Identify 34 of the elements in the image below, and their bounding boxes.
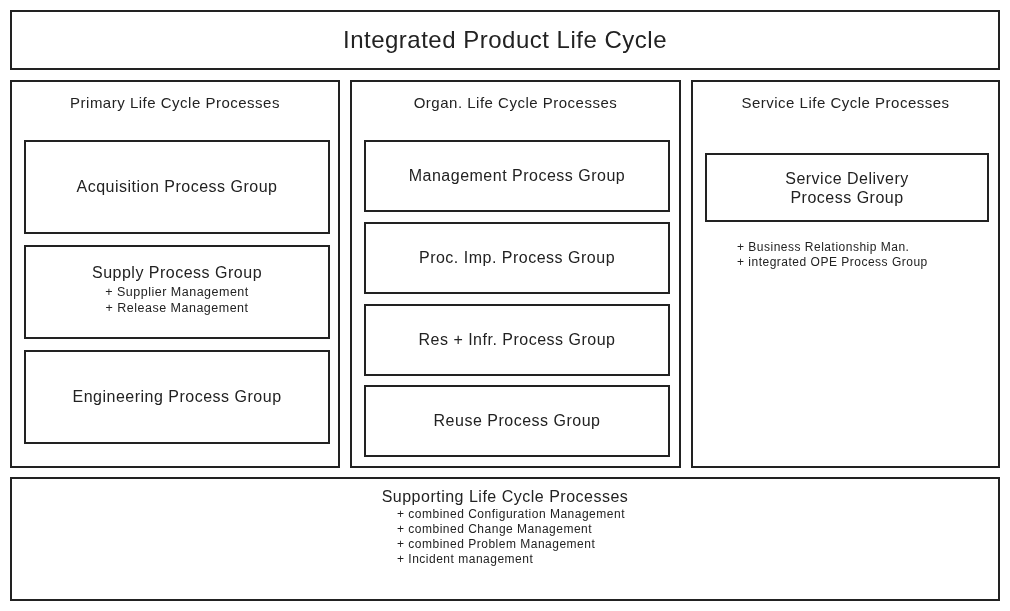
group-name: Supply Process Group [90, 263, 264, 283]
process-area-box [691, 80, 1000, 468]
group-name: Acquisition Process Group [75, 177, 279, 197]
area-heading: Organ. Life Cycle Processes [412, 94, 619, 112]
process-group-box [24, 140, 330, 234]
area-heading: Primary Life Cycle Processes [69, 94, 281, 112]
bullet-note: + Supplier Management [104, 285, 250, 300]
group-name: Proc. Imp. Process Group [417, 248, 617, 268]
process-area-box [10, 477, 1000, 601]
group-name: Res + Infr. Process Group [417, 330, 617, 350]
process-group-box [364, 385, 670, 457]
process-group-box [364, 304, 670, 376]
area-heading: Service Life Cycle Processes [740, 94, 951, 112]
area-heading: Supporting Life Cycle Processes [380, 487, 630, 507]
group-name: Reuse Process Group [432, 411, 602, 431]
process-group-box [24, 350, 330, 444]
process-group-box [364, 222, 670, 294]
process-area-box [350, 80, 681, 468]
bullet-note: + integrated OPE Process Group [737, 255, 928, 270]
process-group-box [364, 140, 670, 212]
process-area-box [10, 80, 340, 468]
band-heading: Integrated Product Life Cycle [342, 26, 668, 55]
title-box [10, 10, 1000, 70]
bullet-note: + combined Problem Management [397, 537, 596, 552]
group-name: Management Process Group [407, 166, 627, 186]
process-group-box [705, 153, 989, 222]
group-name: Engineering Process Group [71, 387, 283, 407]
group-name: Service Delivery Process Group [784, 168, 910, 207]
bullet-note: + combined Configuration Management [397, 507, 625, 522]
bullet-note: + Incident management [397, 552, 534, 567]
bullet-note: + combined Change Management [397, 522, 593, 537]
process-group-box [24, 245, 330, 339]
bullet-note: + Release Management [104, 300, 250, 316]
bullet-note: + Business Relationship Man. [737, 240, 910, 255]
